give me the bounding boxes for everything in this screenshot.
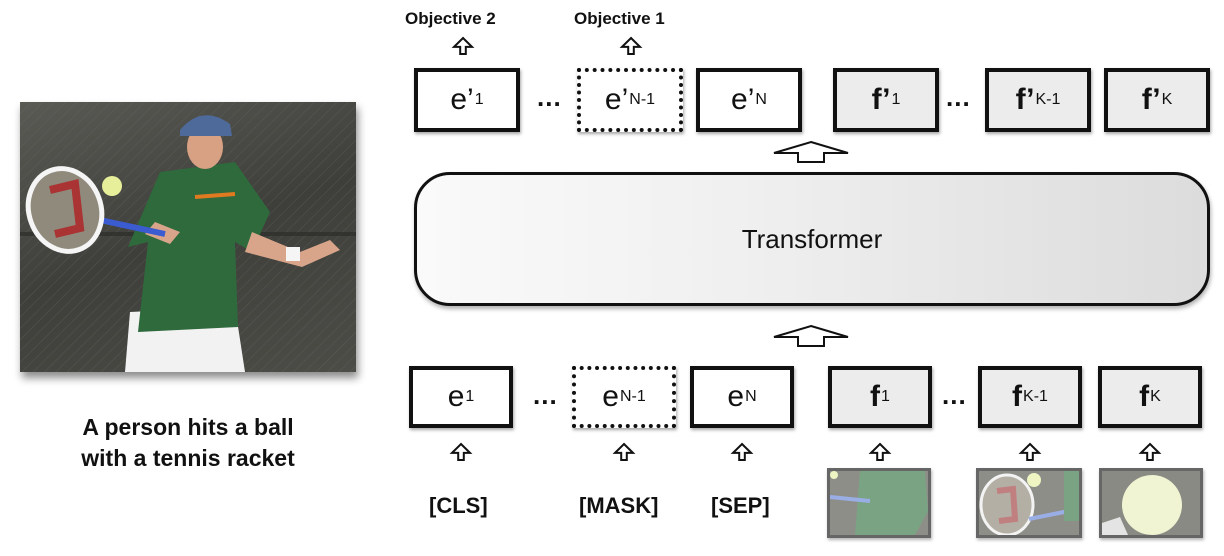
output-text-token-first: e’1: [414, 68, 520, 132]
token-subscript: N: [755, 91, 767, 108]
arrow-up-to-outputs-icon: [773, 140, 849, 163]
photo-region-racket-icon: [979, 471, 1079, 535]
output-image-token-last: f’K: [1104, 68, 1210, 132]
arrow-up-cls-icon: [449, 442, 473, 461]
token-label: e’: [731, 83, 755, 116]
image-caption: A person hits a ball with a tennis racke…: [0, 412, 376, 474]
token-subscript: 1: [474, 91, 484, 108]
token-label: f’: [1015, 83, 1035, 116]
token-sep: [SEP]: [711, 493, 770, 518]
arrow-up-objective-2-icon: [451, 36, 475, 55]
arrow-up-region-k-icon: [1138, 442, 1162, 461]
transformer-block: Transformer: [414, 172, 1210, 306]
token-subscript: K: [1161, 91, 1173, 108]
token-subscript: 1: [881, 388, 890, 405]
ellipsis: ...: [533, 380, 558, 410]
token-label: f: [870, 380, 881, 413]
ellipsis: ...: [942, 380, 967, 410]
output-image-token-first: f’1: [833, 68, 939, 132]
token-label: f: [1012, 380, 1023, 413]
arrow-up-to-transformer-icon: [773, 324, 849, 347]
photo-region-ball-icon: [1102, 471, 1200, 535]
token-label: e: [602, 380, 619, 413]
arrow-up-region-k-1-icon: [1018, 442, 1042, 461]
region-thumbnail-racket: [976, 468, 1082, 538]
region-thumbnail-ball: [1099, 468, 1203, 538]
ellipsis: ...: [537, 82, 562, 112]
token-label: e: [727, 380, 745, 413]
caption-line-1: A person hits a ball: [82, 414, 294, 440]
output-text-token-masked: e’N-1: [577, 68, 683, 132]
input-image: [20, 102, 356, 372]
ellipsis: ...: [946, 82, 971, 112]
token-label: e’: [450, 83, 474, 116]
caption-line-2: with a tennis racket: [81, 445, 295, 471]
objective-2-label: Objective 2: [405, 9, 496, 28]
token-subscript: N-1: [619, 388, 646, 405]
transformer-label: Transformer: [741, 223, 883, 254]
token-label: f’: [1141, 83, 1161, 116]
token-subscript: K: [1150, 388, 1161, 405]
arrow-up-sep-icon: [730, 442, 754, 461]
token-cls: [CLS]: [429, 493, 488, 518]
photo-region-torso-icon: [830, 471, 928, 535]
token-label: e: [447, 380, 465, 413]
arrow-up-objective-1-icon: [619, 36, 643, 55]
output-text-token-last: e’N: [696, 68, 802, 132]
region-thumbnail-torso: [827, 468, 931, 538]
output-image-token-second-last: f’K-1: [985, 68, 1091, 132]
token-label: e’: [604, 83, 629, 116]
token-label: f’: [871, 83, 891, 116]
photo-tennis-icon: [20, 102, 356, 372]
token-mask: [MASK]: [579, 493, 659, 518]
token-label: f: [1139, 380, 1150, 413]
objective-1-label: Objective 1: [574, 9, 665, 28]
token-subscript: K-1: [1023, 388, 1048, 405]
token-subscript: 1: [891, 91, 901, 108]
token-subscript: N-1: [629, 91, 656, 108]
token-subscript: K-1: [1035, 91, 1061, 108]
arrow-up-mask-icon: [612, 442, 636, 461]
token-subscript: N: [745, 388, 757, 405]
arrow-up-region-1-icon: [868, 442, 892, 461]
token-subscript: 1: [465, 388, 475, 405]
